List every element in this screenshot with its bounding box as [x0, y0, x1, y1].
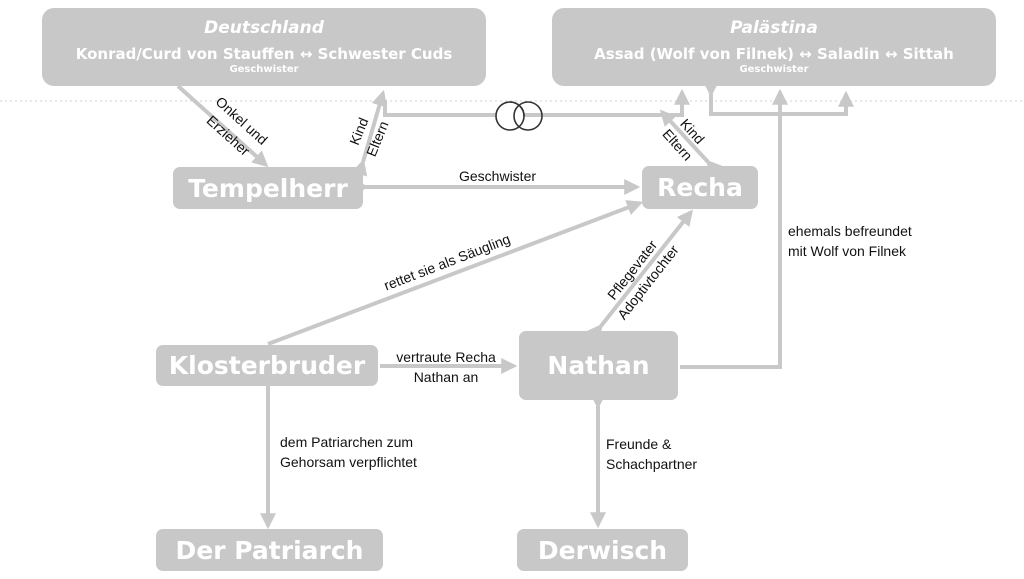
group-deutschland-relation: Geschwister [229, 64, 299, 75]
node-patriarch: Der Patriarch [156, 529, 383, 571]
node-recha: Recha [642, 166, 758, 209]
label-ehemals-befreundet: ehemals befreundet mit Wolf von Filnek [788, 221, 912, 261]
label-freunde-2: Schachpartner [606, 456, 698, 472]
arrow-ehemals-befreundet [680, 88, 788, 369]
arrow-kind-eltern-right [659, 109, 723, 177]
arrow-pflegevater [586, 209, 693, 342]
label-freunde-1: Freunde & [606, 436, 672, 452]
group-deutschland-members: Konrad/Curd von Stauffen ↔ Schwester Cud… [75, 45, 453, 63]
label-gehorsam: dem Patriarchen zum Gehorsam verpflichte… [280, 432, 417, 472]
label-geschwister: Geschwister [459, 168, 537, 184]
label-ehemals-2: mit Wolf von Filnek [788, 243, 906, 259]
label-vertraute-1: vertraute Recha [396, 349, 496, 365]
node-nathan: Nathan [519, 331, 678, 400]
rings-icon [495, 101, 543, 131]
node-klosterbruder: Klosterbruder [156, 345, 378, 386]
group-deutschland-title: Deutschland [204, 18, 324, 38]
label-vertraute-2: Nathan an [413, 369, 479, 385]
node-derwisch: Derwisch [517, 529, 688, 571]
arrow-rettet [267, 200, 643, 346]
arrow-kind-eltern-left [351, 89, 388, 177]
node-tempelherr: Tempelherr [173, 167, 363, 209]
label-gehorsam-1: dem Patriarchen zum [280, 434, 414, 450]
group-deutschland: Deutschland Konrad/Curd von Stauffen ↔ S… [42, 8, 486, 86]
label-gehorsam-2: Gehorsam verpflichtet [280, 454, 417, 470]
label-vertraute: vertraute Recha Nathan an [386, 347, 506, 387]
group-palaestina: Palästina Assad (Wolf von Filnek) ↔ Sala… [552, 8, 996, 86]
group-palaestina-members: Assad (Wolf von Filnek) ↔ Saladin ↔ Sitt… [594, 45, 954, 63]
label-ehemals-1: ehemals befreundet [788, 223, 912, 239]
bracket-palaestina [703, 81, 854, 116]
group-palaestina-relation: Geschwister [739, 64, 809, 75]
arrow-onkel-erzieher [176, 84, 269, 168]
label-freunde: Freunde & Schachpartner [606, 434, 697, 474]
group-palaestina-title: Palästina [730, 18, 818, 38]
connector-marriage-line [383, 88, 690, 117]
